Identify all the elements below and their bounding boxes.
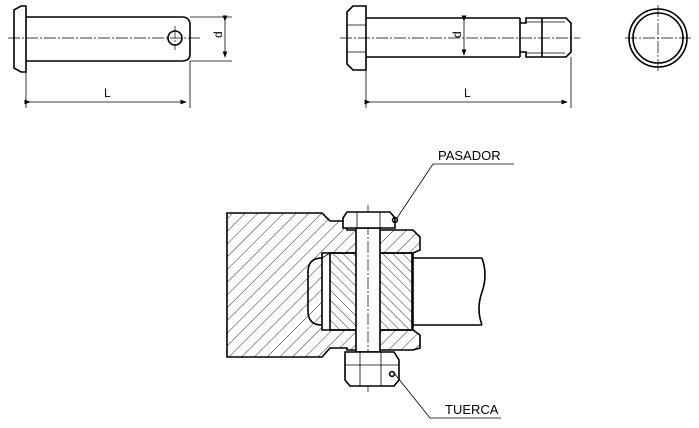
label-tuerca: TUERCA [445,402,499,417]
dim-diameter-clevis: d [211,31,225,38]
assembly-section [226,205,486,392]
dim-length-clevis: L [104,86,111,100]
dim-diameter-threaded: d [450,31,464,38]
pin-shaft [26,16,191,62]
callout-pasador: PASADOR [396,148,514,219]
rod [412,257,482,326]
label-pasador: PASADOR [438,148,501,163]
clevis-pin-view: L d [8,5,232,108]
rod-break [478,257,486,326]
dim-length-threaded: L [464,86,471,100]
threaded-end [520,17,572,58]
callout-tuerca: TUERCA [393,372,501,419]
pin-head [13,5,27,73]
nut-section [344,351,400,387]
threaded-pin-view: L d [340,5,580,108]
end-view [625,5,691,71]
pin-head-section [342,211,396,229]
